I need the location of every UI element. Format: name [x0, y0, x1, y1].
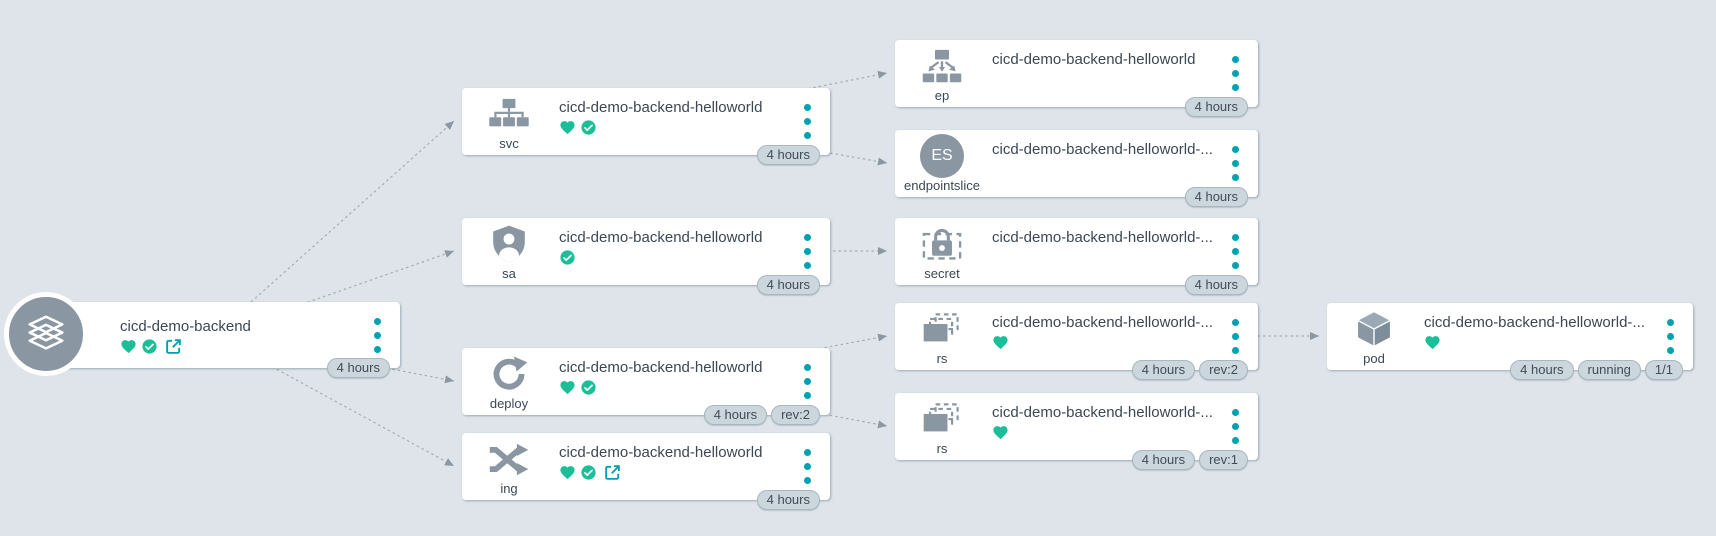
age-badge: 4 hours: [1184, 187, 1248, 207]
node-menu-button[interactable]: [1224, 231, 1246, 272]
external-link-icon[interactable]: [165, 338, 182, 360]
node-ing[interactable]: ing cicd-demo-backend-helloworld 4 hours: [462, 433, 830, 510]
ready-badge: 1/1: [1644, 360, 1683, 380]
node-kind-label: ep: [934, 88, 950, 103]
node-name: cicd-demo-backend-helloworld: [559, 359, 763, 376]
shuffle-icon: [470, 438, 548, 480]
synced-check-icon: [141, 338, 158, 360]
shield-user-icon: [470, 223, 548, 265]
node-name: cicd-demo-backend-helloworld: [559, 229, 763, 246]
node-rs-rev2[interactable]: rs cicd-demo-backend-helloworld-... 4 ho…: [895, 303, 1258, 380]
node-menu-button[interactable]: [796, 446, 818, 487]
es-initials: ES: [920, 134, 964, 178]
node-menu-button[interactable]: [1659, 316, 1681, 357]
cube-icon: [1335, 308, 1413, 350]
healthy-heart-icon: [992, 424, 1009, 446]
application-layers-icon: [4, 292, 88, 376]
status-icons: [120, 338, 182, 360]
node-rs-rev1[interactable]: rs cicd-demo-backend-helloworld-... 4 ho…: [895, 393, 1258, 470]
age-badge: 4 hours: [756, 275, 820, 295]
endpointslice-circle-icon: ES: [903, 133, 981, 179]
age-badge: 4 hours: [756, 490, 820, 510]
rotate-arrow-icon: [470, 353, 548, 395]
replicaset-icon: [903, 308, 981, 350]
node-secret[interactable]: secret cicd-demo-backend-helloworld-... …: [895, 218, 1258, 295]
healthy-heart-icon: [559, 464, 576, 486]
node-menu-button[interactable]: [366, 315, 388, 356]
node-application[interactable]: cicd-demo-backend 4 hours: [4, 292, 400, 378]
node-kind-label: rs: [936, 441, 948, 456]
node-name: cicd-demo-backend-helloworld-...: [992, 404, 1213, 421]
synced-check-icon: [559, 249, 576, 271]
node-kind-label: deploy: [489, 396, 529, 411]
node-name: cicd-demo-backend-helloworld-...: [1424, 314, 1645, 331]
node-kind-label: svc: [499, 136, 519, 151]
lock-icon: [903, 223, 981, 265]
status-icons: [559, 464, 621, 486]
node-kind-label: sa: [502, 266, 516, 281]
node-menu-button[interactable]: [796, 231, 818, 272]
node-kind-label: ing: [500, 481, 518, 496]
replicaset-icon: [903, 398, 981, 440]
healthy-heart-icon: [120, 338, 137, 360]
status-icons: [559, 249, 576, 271]
phase-badge: running: [1577, 360, 1641, 380]
age-badge: 4 hours: [1184, 97, 1248, 117]
status-icons: [559, 119, 597, 141]
age-badge: 4 hours: [703, 405, 768, 425]
synced-check-icon: [580, 464, 597, 486]
node-kind-label: pod: [1363, 351, 1385, 366]
revision-badge: rev:2: [1199, 360, 1248, 380]
node-deploy[interactable]: deploy cicd-demo-backend-helloworld 4 ho…: [462, 348, 830, 425]
revision-badge: rev:1: [1199, 450, 1248, 470]
age-badge: 4 hours: [756, 145, 820, 165]
node-name: cicd-demo-backend-helloworld: [992, 51, 1196, 68]
node-menu-button[interactable]: [796, 101, 818, 142]
node-menu-button[interactable]: [1224, 143, 1246, 184]
edge-app-svc: [213, 120, 455, 336]
status-icons: [992, 424, 1009, 446]
external-link-icon[interactable]: [604, 464, 621, 486]
age-badge: 4 hours: [1510, 360, 1574, 380]
node-name: cicd-demo-backend: [120, 318, 251, 335]
node-name: cicd-demo-backend-helloworld: [559, 99, 763, 116]
node-ep[interactable]: ep cicd-demo-backend-helloworld 4 hours: [895, 40, 1258, 117]
status-icons: [1424, 334, 1441, 356]
node-svc[interactable]: svc cicd-demo-backend-helloworld 4 hours: [462, 88, 830, 165]
node-name: cicd-demo-backend-helloworld-...: [992, 314, 1213, 331]
node-name: cicd-demo-backend-helloworld-...: [992, 229, 1213, 246]
age-badge: 4 hours: [1131, 450, 1196, 470]
age-badge: 4 hours: [1184, 275, 1248, 295]
healthy-heart-icon: [559, 379, 576, 401]
status-icons: [559, 379, 597, 401]
node-kind-label: secret: [924, 266, 960, 281]
sitemap-icon: [470, 93, 548, 135]
node-menu-button[interactable]: [796, 361, 818, 402]
node-kind-label: endpointslice: [904, 178, 980, 193]
node-name: cicd-demo-backend-helloworld-...: [992, 141, 1213, 158]
node-kind-label: rs: [936, 351, 948, 366]
age-badge: 4 hours: [1131, 360, 1196, 380]
node-pod[interactable]: pod cicd-demo-backend-helloworld-... 4 h…: [1327, 303, 1693, 380]
fan-out-icon: [903, 45, 981, 87]
healthy-heart-icon: [992, 334, 1009, 356]
node-menu-button[interactable]: [1224, 406, 1246, 447]
revision-badge: rev:2: [771, 405, 820, 425]
healthy-heart-icon: [1424, 334, 1441, 356]
synced-check-icon: [580, 379, 597, 401]
node-endpointslice[interactable]: ES endpointslice cicd-demo-backend-hello…: [895, 130, 1258, 207]
healthy-heart-icon: [559, 119, 576, 141]
status-icons: [992, 334, 1009, 356]
synced-check-icon: [580, 119, 597, 141]
node-sa[interactable]: sa cicd-demo-backend-helloworld 4 hours: [462, 218, 830, 295]
edge-app-sa: [213, 250, 455, 336]
node-name: cicd-demo-backend-helloworld: [559, 444, 763, 461]
node-menu-button[interactable]: [1224, 53, 1246, 94]
age-badge: 4 hours: [326, 358, 390, 378]
node-menu-button[interactable]: [1224, 316, 1246, 357]
